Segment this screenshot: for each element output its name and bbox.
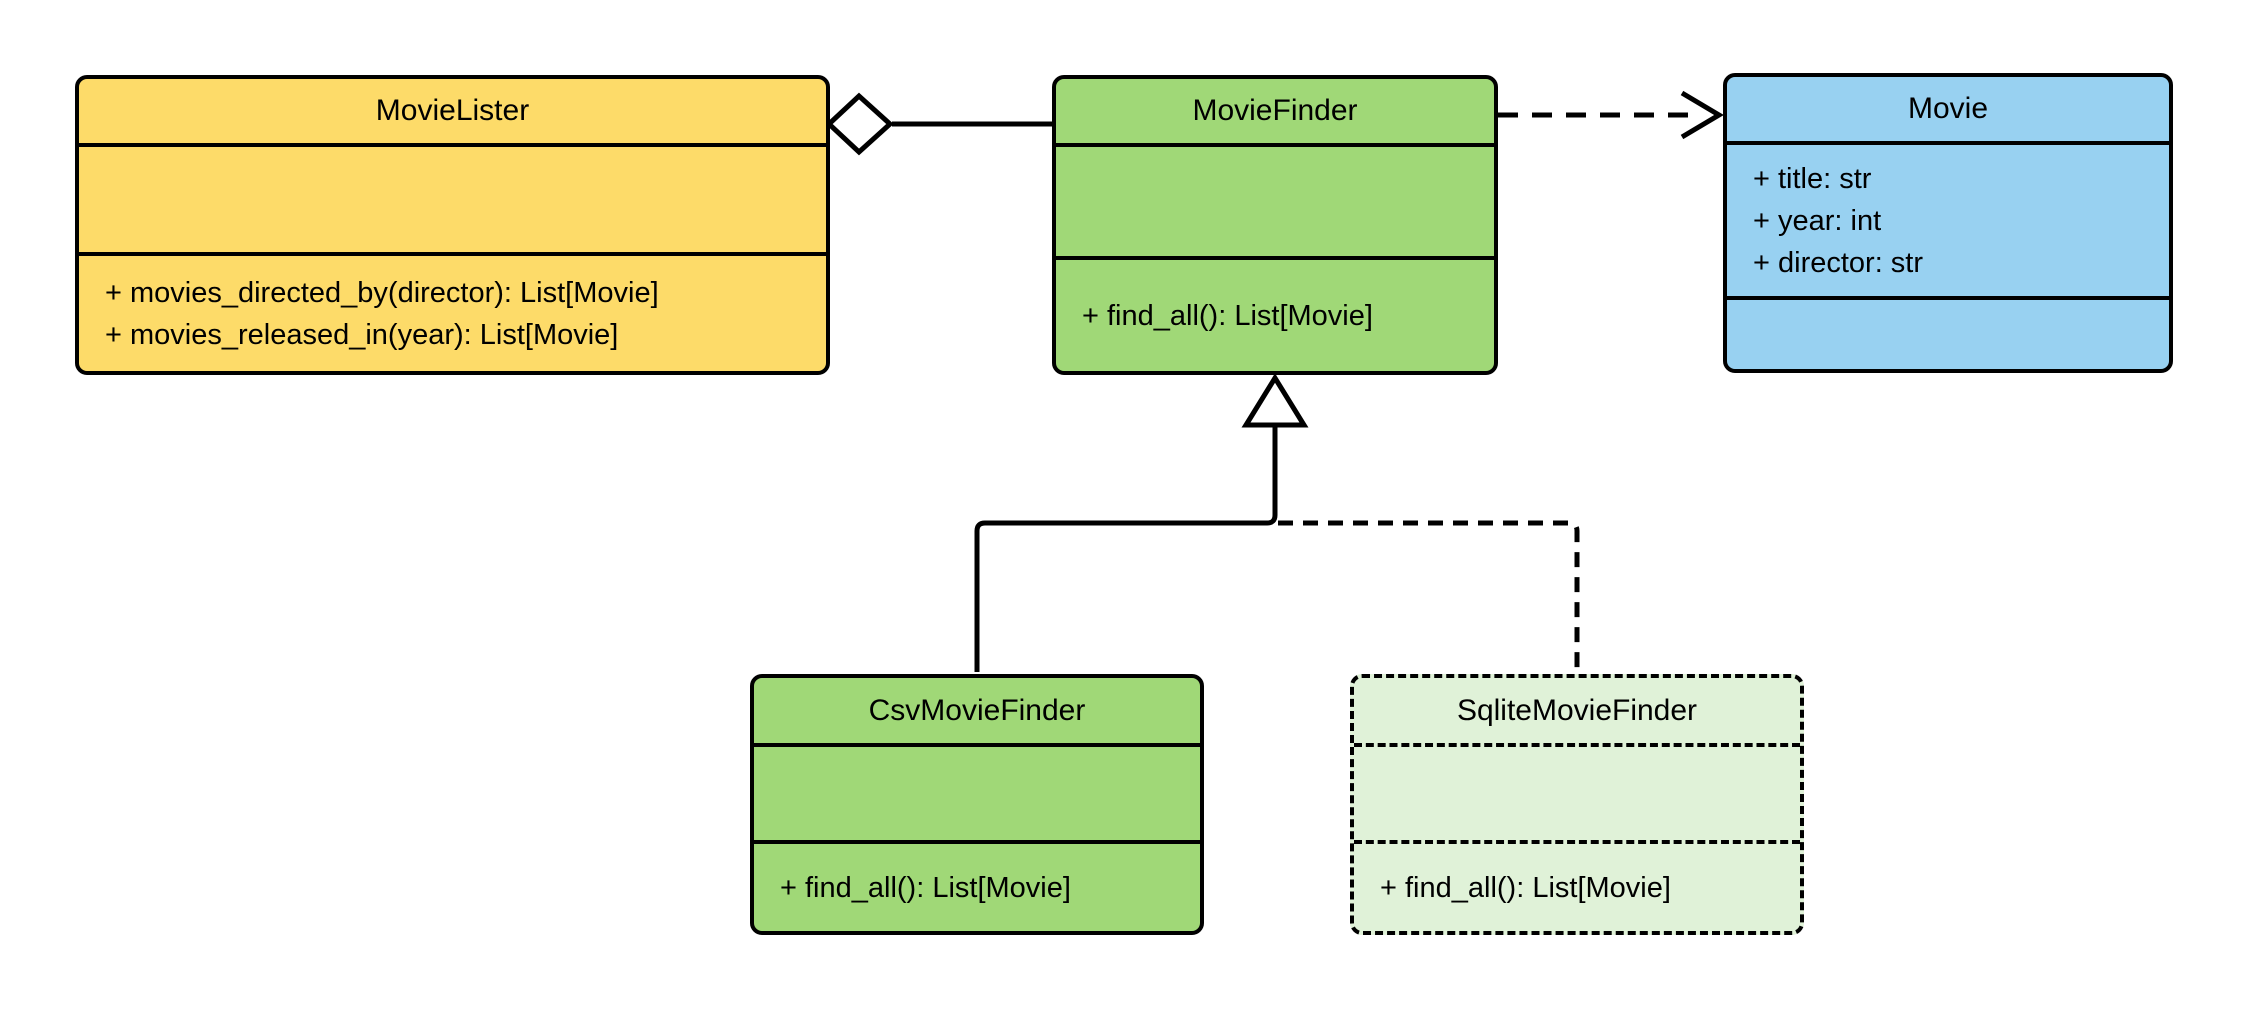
class-title: Movie: [1727, 77, 2169, 145]
method-label: + movies_released_in(year): List[Movie]: [105, 318, 619, 351]
generalization-dashed-line: [1278, 520, 1580, 672]
class-title: CsvMovieFinder: [754, 678, 1200, 747]
class-methods: + find_all(): List[Movie]: [754, 844, 1200, 931]
class-attributes-empty: [1056, 147, 1494, 260]
class-title: SqliteMovieFinder: [1354, 678, 1800, 747]
generalization-solid-line: [974, 424, 1278, 672]
class-methods-empty: [1727, 300, 2169, 369]
class-methods: + find_all(): List[Movie]: [1354, 844, 1800, 931]
class-box-csvmoviefinder[interactable]: CsvMovieFinder + find_all(): List[Movie]: [750, 674, 1204, 935]
aggregation-diamond: [825, 92, 894, 156]
class-attributes-empty: [754, 747, 1200, 844]
method-label: + movies_directed_by(director): List[Mov…: [105, 276, 659, 309]
class-title: MovieFinder: [1056, 79, 1494, 147]
attribute-label: + title: str: [1753, 162, 1872, 195]
generalization-connector-sqlitemoviefinder-moviefinder[interactable]: [1278, 520, 1580, 672]
open-arrowhead: [1680, 90, 1724, 140]
class-box-movie[interactable]: Movie + title: str + year: int + directo…: [1723, 73, 2173, 373]
class-box-movielister[interactable]: MovieLister + movies_directed_by(directo…: [75, 75, 830, 375]
aggregation-connector-movielister-moviefinder[interactable]: [825, 92, 1052, 156]
method-label: + find_all(): List[Movie]: [780, 871, 1071, 904]
generalization-triangle: [1241, 373, 1309, 428]
dependency-connector-moviefinder-movie[interactable]: [1498, 90, 1724, 140]
generalization-connector-csvmoviefinder-moviefinder[interactable]: [974, 424, 1278, 672]
attribute-label: + director: str: [1753, 246, 1924, 279]
method-label: + find_all(): List[Movie]: [1380, 871, 1671, 904]
class-box-sqlitemoviefinder[interactable]: SqliteMovieFinder + find_all(): List[Mov…: [1350, 674, 1804, 935]
class-attributes-empty: [1354, 747, 1800, 844]
class-attributes-empty: [79, 147, 826, 256]
method-label: + find_all(): List[Movie]: [1082, 299, 1373, 332]
class-methods: + find_all(): List[Movie]: [1056, 260, 1494, 371]
attribute-label: + year: int: [1753, 204, 1882, 237]
class-attributes: + title: str + year: int + director: str: [1727, 145, 2169, 300]
class-methods: + movies_directed_by(director): List[Mov…: [79, 256, 826, 371]
class-box-moviefinder[interactable]: MovieFinder + find_all(): List[Movie]: [1052, 75, 1498, 375]
class-title: MovieLister: [79, 79, 826, 147]
